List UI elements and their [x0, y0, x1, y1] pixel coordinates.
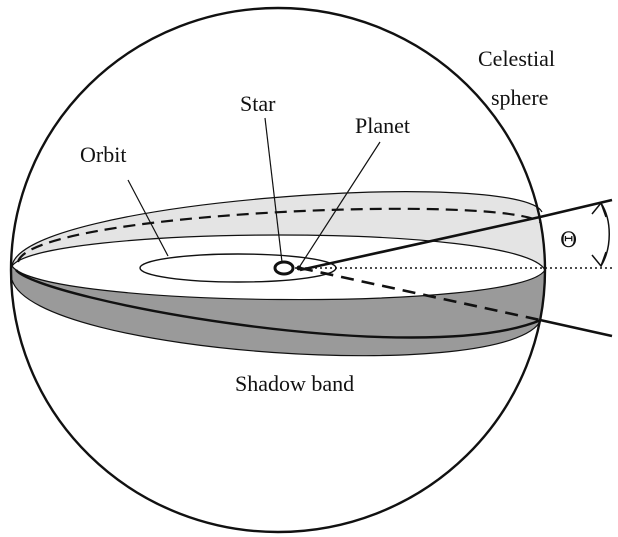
angle-arrowhead-top — [591, 201, 607, 218]
planet-label: Planet — [355, 113, 410, 138]
planet-leader-line — [299, 141, 381, 267]
celestial-sphere-label-line2: sphere — [491, 85, 548, 110]
upper-tangent-line-outside — [539, 198, 613, 219]
band-lower-edge — [11, 279, 542, 357]
celestial-sphere — [9, 6, 547, 534]
celestial-sphere-label-line1: Celestial — [478, 46, 555, 71]
shadow-band-label: Shadow band — [235, 371, 354, 396]
star-label: Star — [240, 91, 276, 116]
upper-tangent-line-inside — [299, 215, 541, 272]
theta-angle-label: Θ — [560, 228, 577, 252]
orbit-label: Orbit — [80, 142, 126, 167]
lower-tangent-line-outside — [539, 318, 613, 338]
band-upper-edge — [11, 191, 543, 267]
star-leader-line — [264, 117, 283, 263]
angle-arrowhead-bottom — [591, 251, 607, 268]
band-inner-solid-edge — [15, 269, 542, 339]
angle-arc — [600, 202, 610, 267]
star-marker — [273, 260, 295, 276]
orbit-leader-line — [127, 179, 169, 257]
planet-marker — [296, 265, 302, 271]
